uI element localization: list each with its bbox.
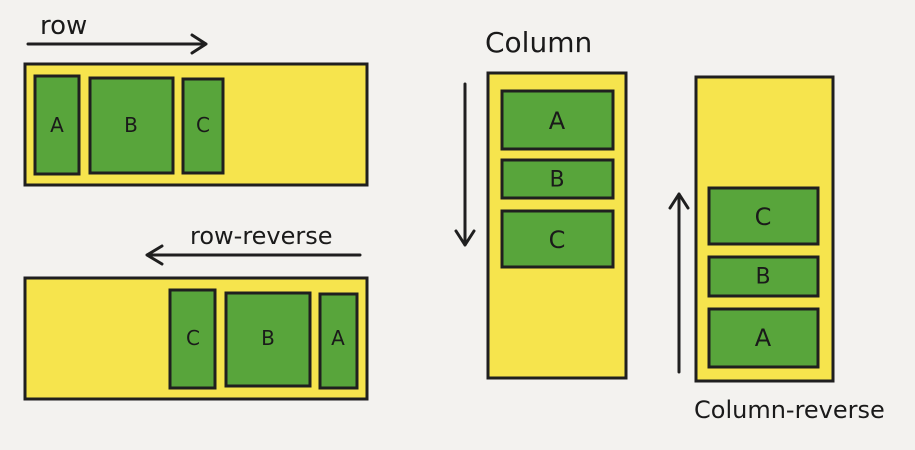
column-reverse-item: B	[707, 255, 820, 298]
row-reverse-arrow-icon	[145, 244, 362, 266]
svg-text:B: B	[755, 265, 770, 290]
svg-text:B: B	[261, 326, 275, 350]
row-reverse-example: row-reverse C B A	[23, 222, 369, 401]
column-example: Column A B C	[454, 26, 628, 380]
svg-text:A: A	[331, 326, 345, 350]
column-reverse-example: C B A Column-reverse	[668, 75, 885, 424]
row-reverse-item: B	[224, 291, 312, 388]
svg-text:B: B	[549, 168, 564, 193]
column-item: B	[500, 158, 615, 200]
row-example: row A B C	[23, 11, 369, 187]
row-reverse-item: A	[318, 292, 359, 390]
svg-text:C: C	[196, 113, 210, 137]
svg-text:A: A	[50, 113, 64, 137]
column-item: A	[500, 89, 615, 151]
column-reverse-item: A	[707, 307, 820, 369]
column-reverse-item: C	[707, 186, 820, 246]
svg-text:A: A	[755, 324, 772, 352]
row-item: B	[88, 76, 175, 175]
column-reverse-label: Column-reverse	[694, 396, 885, 424]
svg-text:C: C	[755, 203, 772, 231]
column-arrow-icon	[454, 82, 476, 247]
svg-text:C: C	[549, 226, 566, 254]
row-reverse-item: C	[168, 288, 217, 390]
svg-text:C: C	[186, 326, 200, 350]
column-reverse-arrow-icon	[668, 192, 690, 374]
row-arrow-icon	[26, 33, 208, 55]
row-item: C	[181, 77, 225, 175]
row-label: row	[40, 11, 87, 41]
column-label: Column	[485, 26, 592, 59]
svg-text:A: A	[549, 107, 566, 135]
column-item: C	[500, 209, 615, 269]
row-reverse-label: row-reverse	[190, 222, 333, 250]
svg-text:B: B	[124, 113, 138, 137]
row-item: A	[33, 74, 81, 176]
